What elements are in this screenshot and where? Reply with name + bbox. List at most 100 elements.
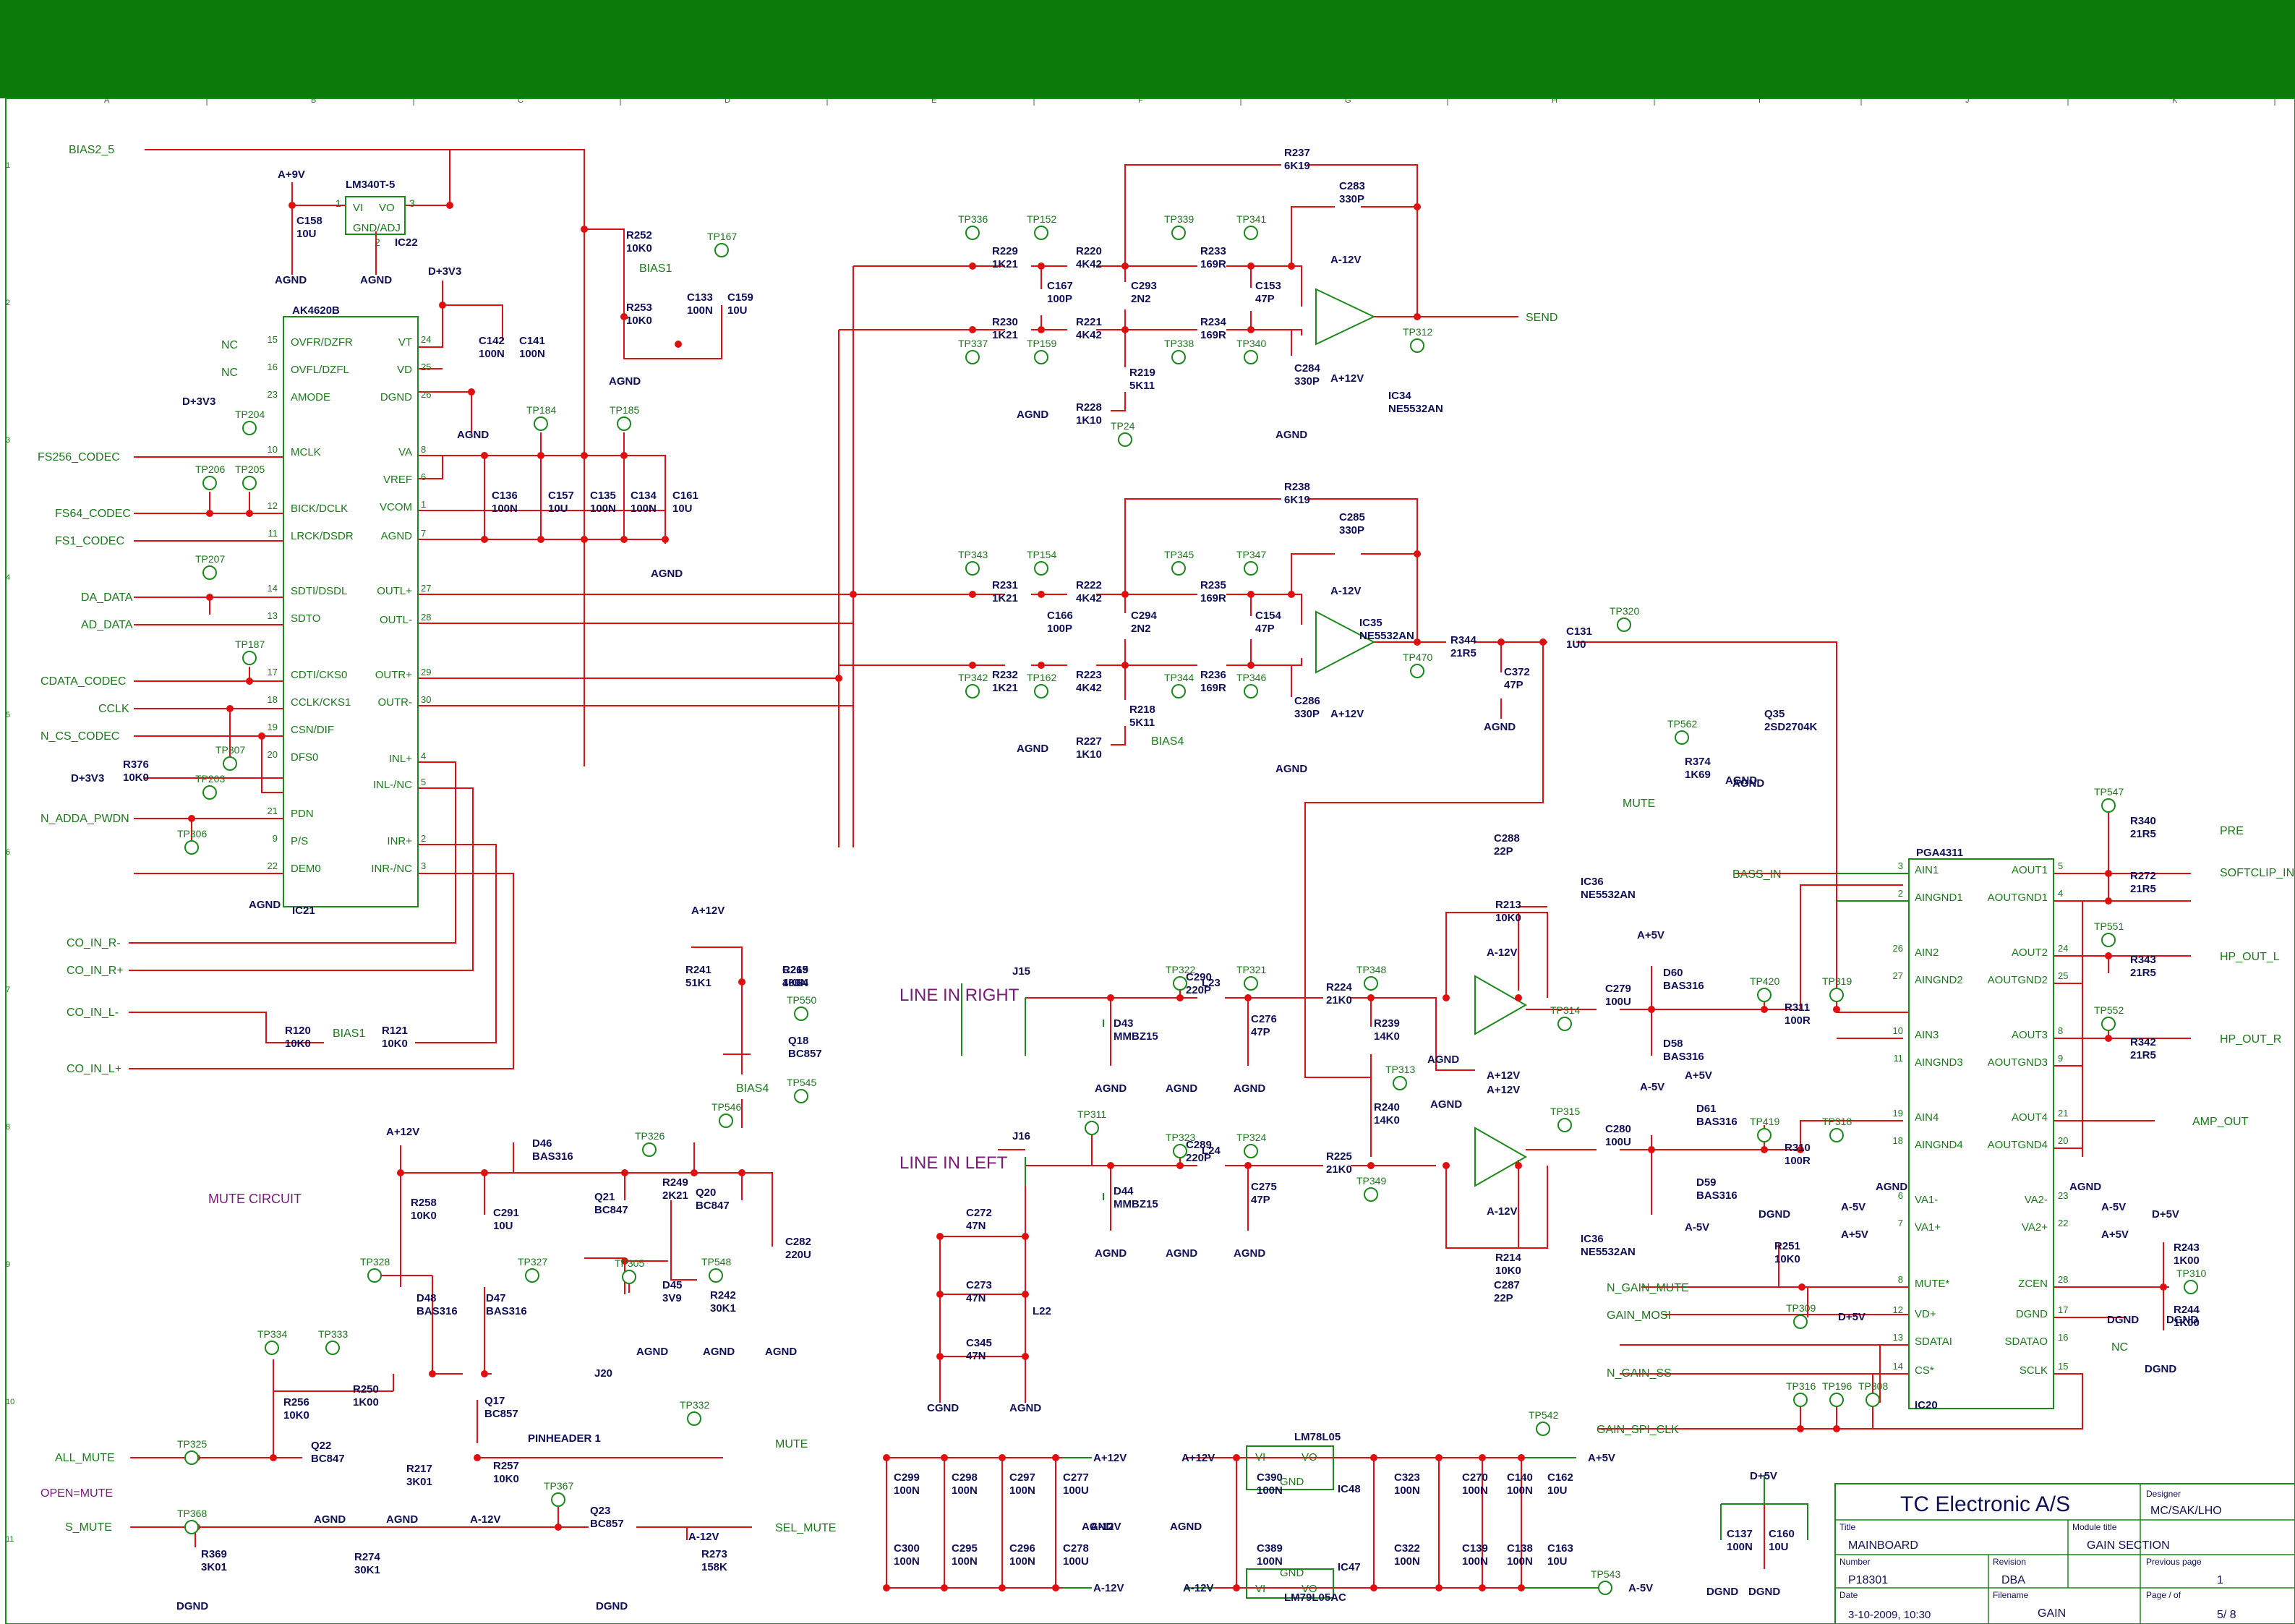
codec-pin-num: 19 [268, 722, 278, 732]
junction-dot [1176, 1162, 1184, 1169]
ground-label: AGND [1082, 1521, 1114, 1533]
testpoint-label: TP320 [1610, 605, 1639, 617]
junction-dot [206, 510, 213, 517]
junction-dot [1761, 1146, 1768, 1153]
codec-pin-num: 9 [273, 833, 278, 844]
schematic-labels: BIAS2_5 FS256_CODEC FS64_CODEC FS1_CODEC… [38, 144, 2294, 1612]
component-ref: C157 [548, 490, 574, 502]
ground-label: DGND [1706, 1586, 1738, 1598]
testpoint [714, 243, 729, 257]
junction-dot [883, 1454, 890, 1461]
pga-pin-num: 12 [1893, 1304, 1903, 1315]
junction-dot [581, 452, 588, 459]
codec-pin-num: 10 [268, 444, 278, 455]
junction-dot [999, 1454, 1006, 1461]
semiconductor-ref: Q23 [590, 1505, 610, 1517]
net-label: MUTE [1623, 798, 1655, 810]
pga-pin-label: AOUT3 [2012, 1029, 2048, 1041]
testpoint-label: TP349 [1356, 1175, 1386, 1187]
testpoint-label: TP314 [1550, 1004, 1580, 1016]
nc-label: NC [221, 339, 238, 351]
grid-col-label: A [104, 96, 110, 105]
company-name: TC Electronic A/S [1900, 1492, 2070, 1516]
testpoint-label: TP152 [1027, 213, 1056, 225]
semiconductor-ref: D48 [416, 1292, 437, 1304]
opamp-part: NE5532AN [1581, 1246, 1636, 1258]
pga-pin-num: 3 [1898, 860, 1903, 871]
semiconductor-ref: D46 [532, 1137, 552, 1150]
junction-dot [936, 1291, 944, 1298]
component-ref: C134 [631, 490, 657, 502]
power-label: A-12V [688, 1531, 719, 1543]
opamp-part: NE5532AN [1388, 403, 1443, 415]
net-label: FS256_CODEC [38, 451, 120, 463]
regulator-pin: GND [1280, 1476, 1304, 1488]
codec-pin-num: 12 [268, 500, 278, 511]
codec-pin-label: MCLK [291, 446, 321, 458]
component-value: 1K00 [2174, 1317, 2200, 1329]
testpoint [1557, 1017, 1572, 1031]
junction-dot [270, 1454, 277, 1461]
testpoint [1244, 684, 1258, 698]
net-label: N_ADDA_PWDN [40, 813, 129, 825]
pga-pin-label: DGND [2016, 1308, 2048, 1320]
component-value: 100N [492, 503, 518, 515]
power-label: A-12V [1090, 1521, 1121, 1533]
regulator-part: LM78L05 [1294, 1431, 1341, 1443]
codec-pin-label: VREF [383, 474, 412, 486]
testpoint [1793, 1393, 1808, 1407]
junction-dot [1648, 1006, 1655, 1013]
pga-pin-label: VA1- [1915, 1194, 1938, 1206]
component-value: 21K0 [1326, 1163, 1352, 1176]
testpoint-label: TP315 [1550, 1106, 1580, 1117]
header-part: PINHEADER 1 [528, 1432, 601, 1445]
component-value: 1K21 [992, 592, 1018, 604]
semiconductor-part: BC847 [594, 1204, 628, 1216]
grid-row-label: 2 [6, 299, 10, 307]
net-label: FS64_CODEC [55, 508, 131, 520]
testpoint [1244, 561, 1258, 576]
junction-dot [206, 594, 213, 601]
power-label: D+3V3 [182, 396, 215, 408]
codec-pin-num: 4 [421, 751, 426, 761]
regulator-ref: IC22 [395, 236, 418, 249]
testpoint-label: TP187 [235, 638, 265, 650]
junction-dot [621, 1169, 628, 1176]
power-label: A-12V [1487, 946, 1518, 959]
junction-dot [258, 732, 265, 740]
testpoint-label: TP341 [1236, 213, 1266, 225]
testpoint-label: TP205 [235, 463, 265, 475]
title-value: MAINBOARD [1848, 1539, 1918, 1552]
component-value: 51K1 [685, 977, 711, 989]
junction-dot [537, 452, 544, 459]
component-ref: C131 [1566, 625, 1592, 638]
ground-label: AGND [314, 1513, 346, 1526]
component-value: 10K0 [1495, 1265, 1521, 1277]
ground-label: AGND [2069, 1181, 2101, 1193]
junction-dot [1479, 1454, 1486, 1461]
grid-col-label: B [311, 96, 316, 105]
semiconductor-ref: D61 [1696, 1103, 1717, 1115]
grid-row-label: 11 [6, 1535, 14, 1544]
component-ref: R311 [1785, 1001, 1810, 1014]
codec-ic-body [283, 316, 419, 907]
grid-col-label: K [2172, 96, 2178, 105]
codec-pin-label: INR-/NC [371, 863, 412, 875]
pga-pin-label: AOUTGND4 [1988, 1139, 2048, 1151]
testpoint-label: TP543 [1591, 1568, 1620, 1580]
pga-pin-num: 4 [2058, 888, 2063, 899]
testpoint [525, 1268, 539, 1283]
power-label: A-12V [1093, 1582, 1124, 1594]
testpoint-label: TP336 [958, 213, 988, 225]
junction-dot [1370, 1584, 1377, 1591]
codec-left-pins: OVFR/DZFR15OVFL/DZFL16AMODE23MCLK10BICK/… [268, 334, 354, 875]
testpoint [965, 226, 980, 240]
pga-pin-num: 26 [1893, 943, 1903, 954]
junction-dot [1038, 326, 1045, 333]
ground-label: CGND [927, 1402, 959, 1414]
grid-col-label: J [1965, 96, 1970, 105]
junction-dot [1247, 662, 1255, 669]
